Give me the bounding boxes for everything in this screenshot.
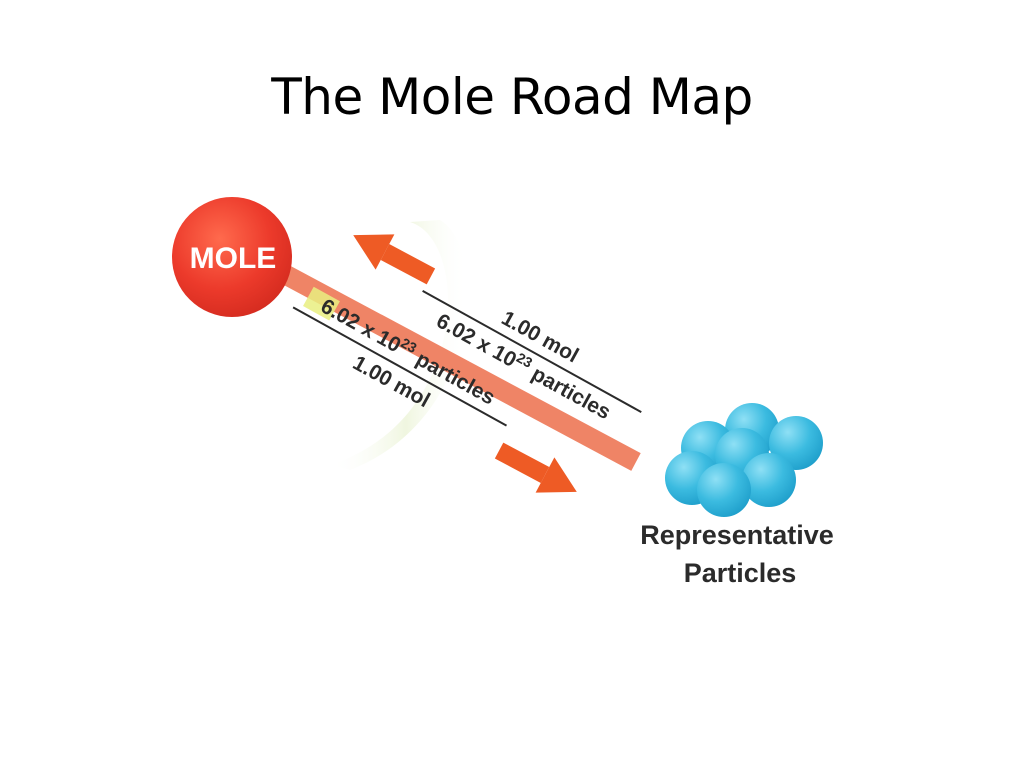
background-glow	[330, 220, 468, 470]
particle	[769, 416, 823, 470]
slide-title: The Mole Road Map	[271, 68, 753, 126]
mole-label: MOLE	[190, 242, 277, 275]
particles-label-line2: Particles	[684, 558, 797, 588]
particles-label-line1: Representative	[640, 520, 834, 550]
mole-circle	[172, 197, 292, 317]
arrow-to-mole	[353, 234, 436, 285]
particle	[742, 453, 796, 507]
upper-fraction-bar	[422, 290, 642, 413]
particle	[697, 463, 751, 517]
lower-fraction-bar	[292, 306, 508, 427]
arrow-to-particles	[494, 442, 577, 493]
lower-fraction-highlight	[303, 286, 340, 321]
particles-cluster	[665, 403, 823, 517]
